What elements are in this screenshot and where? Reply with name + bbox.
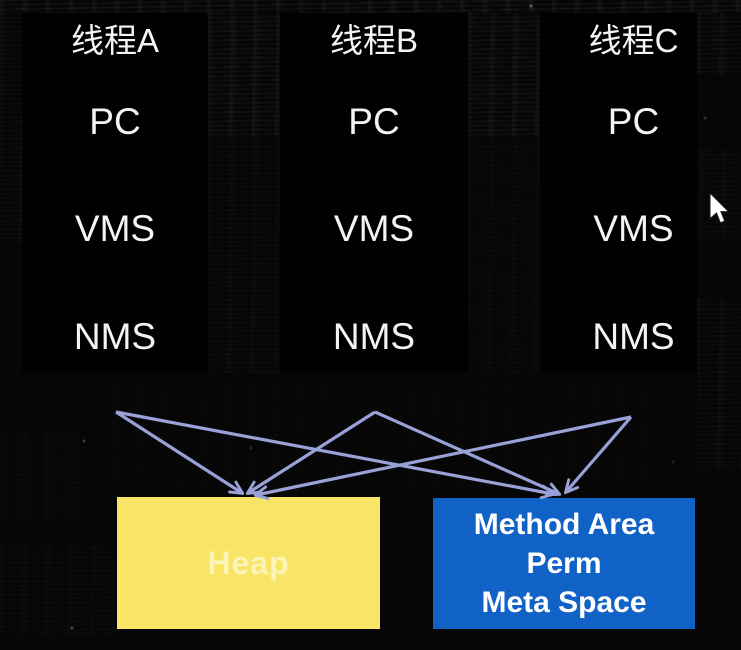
thread-a-box: 线程A PC VMS NMS [22, 13, 208, 373]
thread-b-box: 线程B PC VMS NMS [280, 13, 468, 373]
thread-a-pc-register-label: PC [89, 101, 141, 142]
background-texture [208, 13, 280, 138]
thread-c-native-stack-label: NMS [592, 316, 675, 357]
background-texture [0, 0, 741, 13]
method-area-label: Method Area [473, 508, 655, 541]
mouse-cursor-icon [709, 193, 730, 224]
background-texture [0, 13, 22, 243]
meta-space-label: Meta Space [481, 586, 647, 619]
thread-a-native-stack-label: NMS [73, 316, 157, 357]
thread-b-title: 线程B [329, 22, 418, 59]
background-texture [0, 430, 80, 520]
thread-c-title: 线程C [588, 22, 679, 59]
thread-a-title: 线程A [70, 22, 159, 59]
perm-gen-label: Perm [526, 547, 602, 580]
thread-a-vm-stack-label: VMS [74, 208, 156, 249]
heap-label: Heap [207, 544, 290, 581]
thread-c-vm-stack-label: VMS [593, 208, 674, 249]
background-texture [468, 138, 540, 373]
heap-box: Heap [117, 497, 380, 629]
thread-b-pc-register-label: PC [348, 101, 400, 142]
background-texture [468, 13, 540, 138]
method-area-box: Method Area Perm Meta Space [433, 498, 695, 629]
background-texture [0, 545, 115, 635]
thread-b-vm-stack-label: VMS [333, 208, 415, 249]
background-texture [700, 150, 741, 240]
background-texture [208, 138, 280, 373]
background-texture [697, 13, 741, 75]
thread-c-pc-register-label: PC [607, 101, 660, 142]
background-texture [697, 300, 741, 470]
thread-c-box: 线程C PC VMS NMS [540, 13, 697, 373]
thread-b-native-stack-label: NMS [332, 316, 416, 357]
